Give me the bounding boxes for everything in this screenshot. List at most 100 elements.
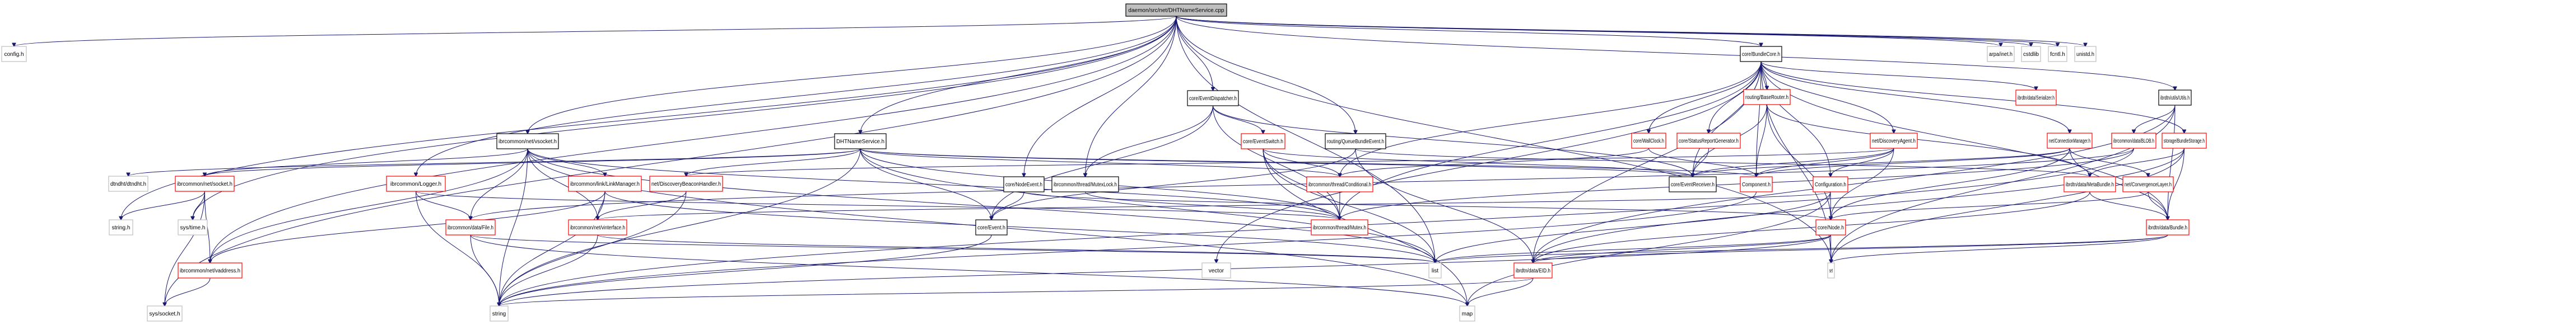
node-box [1325, 133, 1386, 149]
node-dbh[interactable]: net/DiscoveryBeaconHandler.h [649, 176, 723, 192]
node-label: map [1462, 311, 1473, 317]
node-config: config.h [1, 46, 27, 62]
node-syssocket: sys/socket.h [147, 305, 183, 322]
node-linkmgr[interactable]: ibrcommon/link/LinkManager.h [568, 176, 642, 192]
nodes-layer: daemon/src/net/DHTNameService.cpp config.… [1, 3, 2207, 322]
node-box [109, 219, 133, 235]
node-string: string [490, 305, 509, 322]
node-conditional[interactable]: ibrcommon/thread/Conditional.h [1306, 176, 1373, 192]
node-component[interactable]: Component.h [1740, 176, 1773, 192]
edge-dhtnsh-to-list [860, 148, 1435, 263]
node-label: ibrdtn/data/EID.h [1516, 268, 1550, 274]
edge-vsocket-to-socket [205, 148, 528, 176]
edge-bstorage-to-set [1831, 148, 2184, 263]
node-file[interactable]: ibrcommon/data/File.h [445, 219, 496, 235]
node-label: string.h [112, 225, 131, 231]
node-label: storage/BundleStorage.h [2164, 138, 2205, 144]
node-metabundle[interactable]: ibrdtn/data/MetaBundle.h [2063, 176, 2116, 192]
node-nodeevent[interactable]: core/NodeEvent.h [1003, 176, 1045, 192]
node-bundlecore[interactable]: core/BundleCore.h [1740, 46, 1782, 62]
node-configuration[interactable]: Configuration.h [1813, 176, 1848, 192]
node-convlayer[interactable]: net/ConvergenceLayer.h [2122, 176, 2174, 192]
node-label: core/WallClock.h [1633, 138, 1664, 144]
edge-root-to-qbe [1176, 16, 1355, 134]
node-eid[interactable]: ibrdtn/data/EID.h [1513, 262, 1553, 279]
node-bstorage[interactable]: storage/BundleStorage.h [2162, 133, 2207, 149]
edge-root-to-logger [416, 16, 1177, 176]
node-label: core/BundleCore.h [1742, 51, 1780, 58]
edge-configuration-to-vinterface [598, 191, 1831, 220]
edge-linkmgr-to-vinterface [598, 191, 605, 220]
node-utils[interactable]: ibrdtn/utils/Utils.h [2158, 90, 2192, 106]
node-baserouter[interactable]: routing/BaseRouter.h [1743, 89, 1791, 105]
edge-bundlecore-to-configuration [1760, 61, 1830, 177]
node-box [568, 219, 627, 235]
edge-evdisp-to-mutex [1213, 105, 1340, 220]
node-discagent[interactable]: net/DiscoveryAgent.h [1870, 133, 1918, 149]
node-box [2047, 133, 2093, 149]
node-srg[interactable]: core/StatusReportGenerator.h [1676, 133, 1741, 149]
node-evswitch[interactable]: core/EventSwitch.h [1241, 133, 1285, 149]
edge-vsocket-to-linkmgr [527, 148, 605, 176]
node-box [2122, 176, 2174, 192]
node-corenode[interactable]: core/Node.h [1815, 219, 1846, 235]
edge-configuration-to-corenode [1830, 191, 1831, 220]
node-vector: vector [1201, 262, 1231, 279]
node-box [2015, 90, 2057, 106]
edge-discagent-to-configuration [1830, 148, 1894, 177]
node-qbe[interactable]: routing/QueueBundleEvent.h [1325, 133, 1386, 149]
edge-bundle-to-eid [1533, 234, 2168, 263]
edge-root-to-syssocket [165, 16, 1177, 306]
node-bundle[interactable]: ibrdtn/data/Bundle.h [2146, 219, 2190, 235]
node-connmgr[interactable]: net/ConnectionManager.h [2047, 133, 2093, 149]
node-box [1631, 133, 1666, 149]
edge-connmgr-to-evreceiver [1693, 148, 2070, 177]
edge-logger-to-file [416, 191, 471, 220]
edge-corenode-to-eid [1533, 234, 1831, 263]
node-evreceiver[interactable]: core/EventReceiver.h [1669, 176, 1717, 192]
node-box [1125, 3, 1227, 17]
node-blob[interactable]: ibrcommon/data/BLOB.h [2111, 133, 2156, 149]
node-label: ibrdtn/data/Serializer.h [2018, 95, 2055, 101]
node-wallclock[interactable]: core/WallClock.h [1631, 133, 1666, 149]
node-vinterface[interactable]: ibrcommon/net/vinterface.h [568, 219, 627, 235]
node-event[interactable]: core/Event.h [975, 219, 1008, 235]
edge-wallclock-to-conditional [1340, 148, 1649, 177]
edge-discagent-to-component [1757, 148, 1894, 177]
node-unistd: unistd.h [2074, 46, 2097, 62]
node-serializer[interactable]: ibrdtn/data/Serializer.h [2015, 90, 2057, 106]
node-evdisp[interactable]: core/EventDispatcher.h [1187, 90, 1239, 106]
edge-bundlecore-to-bstorage [1760, 61, 2184, 133]
node-dhtnsh[interactable]: DHTNameService.h [834, 133, 887, 149]
node-box [1428, 262, 1442, 279]
node-label: core/NodeEvent.h [1005, 182, 1042, 188]
node-vsocket[interactable]: ibrcommon/net/vsocket.h [496, 133, 559, 149]
edge-linkmgr-to-string [499, 191, 605, 306]
edge-dhtnsh-to-string [499, 148, 861, 306]
edge-event-to-string [499, 234, 992, 306]
edge-dhtnsh-to-dtndht [128, 148, 861, 176]
node-socket[interactable]: ibrcommon/net/socket.h [175, 176, 235, 192]
node-box [178, 219, 208, 235]
node-box [445, 219, 496, 235]
edge-bundlecore-to-evreceiver [1693, 61, 1762, 177]
node-label: daemon/src/net/DHTNameService.cpp [1128, 8, 1224, 14]
node-label: core/Event.h [977, 225, 1005, 231]
edge-root-to-unistd [1176, 16, 2085, 46]
node-label: ibrcommon/net/socket.h [177, 181, 232, 187]
node-box [1743, 89, 1791, 105]
edge-nodeevent-to-corenode [1023, 191, 1831, 220]
node-box [386, 176, 446, 192]
edge-dhtnsh-to-socket [205, 148, 861, 176]
edge-bstorage-to-metabundle [2090, 148, 2184, 177]
node-root[interactable]: daemon/src/net/DHTNameService.cpp [1125, 3, 1227, 17]
node-vaddress[interactable]: ibrcommon/net/vaddress.h [178, 262, 243, 279]
edge-dhtnsh-to-conditional [860, 148, 1340, 177]
node-logger[interactable]: ibrcommon/Logger.h [386, 176, 446, 192]
node-box [649, 176, 723, 192]
node-mutexlock[interactable]: ibrcommon/thread/MutexLock.h [1051, 176, 1119, 192]
node-mutex[interactable]: ibrcommon/thread/Mutex.h [1311, 219, 1368, 235]
node-label: sys/socket.h [149, 311, 180, 317]
edge-dhtnsh-to-dbh [686, 148, 861, 176]
edge-connmgr-to-component [1757, 148, 2070, 177]
